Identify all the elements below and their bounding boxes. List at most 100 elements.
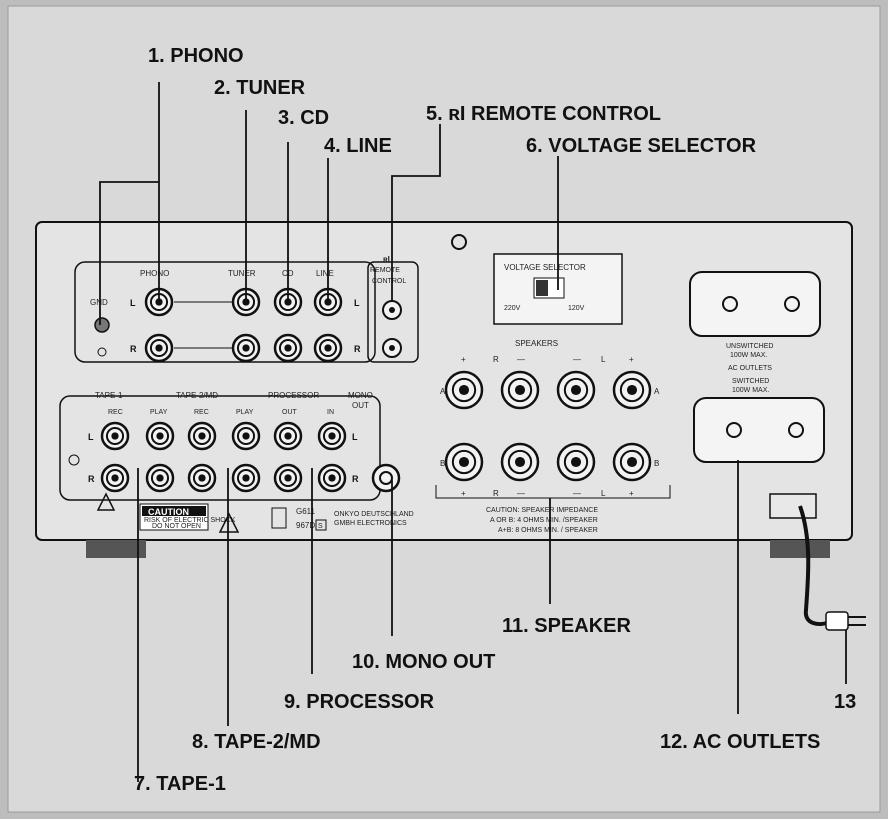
callout-remote-control: 5. ʀI REMOTE CONTROL: [426, 103, 661, 125]
tape2-rec-left-jack: [187, 421, 217, 451]
chassis-hole: [68, 454, 80, 466]
leader-lines: [99, 82, 847, 782]
speaker-a-terminal-4-ring: [619, 377, 645, 403]
speaker-b-right: B: [654, 459, 659, 468]
leader-remote: [391, 124, 441, 302]
tape2-play-left-jack-pin: [242, 432, 250, 440]
cd-right-jack-pin: [284, 344, 292, 352]
processor-in-left-jack: [317, 421, 347, 451]
tape2-play-right-jack: [231, 463, 261, 493]
speaker-polarity-bottom-1: +: [461, 489, 466, 498]
tape1-rec-right-jack: [100, 463, 130, 493]
processor-out-left-jack: [273, 421, 303, 451]
remote-jack-2-pin: [389, 345, 395, 351]
unswitched-label: UNSWITCHED: [726, 343, 773, 350]
callout-power-cord: 13: [834, 691, 856, 713]
processor-out-left-jack-ring: [278, 426, 298, 446]
tape2-play-left-jack-ring: [236, 426, 256, 446]
tape2-play-right-jack-pin: [242, 474, 250, 482]
cd-right-jack: [273, 333, 303, 363]
speaker-b-left: B: [440, 459, 445, 468]
cert-967d: 967D: [296, 521, 315, 530]
callout-tuner: 2. TUNER: [214, 77, 306, 99]
line-left-label: L: [354, 298, 360, 308]
remote-control-box: [367, 261, 419, 363]
tuner-panel-label: TUNER: [228, 269, 256, 278]
leader-gnd: [99, 181, 159, 325]
speaker-a-terminal-3-ring: [563, 377, 589, 403]
speaker-polarity-bottom-5: L: [601, 489, 606, 498]
tape2-rec-right-jack: [187, 463, 217, 493]
mono-out-jack-ring: [379, 471, 393, 485]
tuner-right-jack-pin: [242, 344, 250, 352]
speaker-b-terminal-1: [444, 442, 484, 482]
speaker-a-left: A: [440, 387, 446, 396]
speaker-a-terminal-4: [612, 370, 652, 410]
speaker-b-terminal-3: [556, 442, 596, 482]
speaker-b-terminal-2-ring: [507, 449, 533, 475]
tape1-play-right-jack-ring: [150, 468, 170, 488]
callout-cd: 3. CD: [278, 107, 329, 129]
processor-in-right-jack: [317, 463, 347, 493]
callout-speaker: 11. SPEAKER: [502, 615, 632, 637]
speaker-a-terminal-3-pin: [570, 384, 582, 396]
tape-left-label: L: [88, 432, 94, 442]
speaker-a-terminal-3: [556, 370, 596, 410]
speaker-polarity-top-6: +: [629, 355, 634, 364]
tape2-play-right-jack-ring: [236, 468, 256, 488]
tape1-rec-left-jack-pin: [111, 432, 119, 440]
tape2-rec-right-jack-pin: [198, 474, 206, 482]
speaker-a-terminal-2-pin: [514, 384, 526, 396]
voltage-switch-slider: [536, 280, 548, 296]
voltage-selector-label: VOLTAGE SELECTOR: [504, 263, 586, 272]
callout-ac-outlets: 12. AC OUTLETS: [660, 731, 820, 753]
tape1-play-left-jack: [145, 421, 175, 451]
impedance-line3: A+B: 8 OHMS MIN. / SPEAKER: [498, 527, 598, 534]
speaker-b-terminal-3-ring: [563, 449, 589, 475]
phono-right-jack-ring: [149, 338, 169, 358]
tape-jacks: [100, 421, 347, 493]
callout-mono-out: 10. MONO OUT: [352, 651, 495, 673]
tuner-right-jack: [231, 333, 261, 363]
speaker-polarity-top-2: R: [493, 355, 499, 364]
processor-in-right-jack-pin: [328, 474, 336, 482]
caution-sub2: DO NOT OPEN: [152, 523, 201, 530]
cert-g611: G611: [296, 507, 316, 516]
eagle-emblem: [271, 507, 287, 529]
switched-label: SWITCHED: [732, 378, 769, 385]
tape2-play-label: PLAY: [236, 409, 254, 416]
processor-right-label: R: [352, 474, 359, 484]
tape1-rec-left-jack: [100, 421, 130, 451]
ac-outlets-label: AC OUTLETS: [728, 365, 772, 372]
power-cord-clamp: [769, 493, 817, 519]
attention-warning-icon: [218, 512, 240, 533]
phono-right-jack: [144, 333, 174, 363]
callout-voltage-selector: 6. VOLTAGE SELECTOR: [526, 135, 757, 157]
speaker-polarity-top-4: —: [573, 355, 581, 364]
tape1-play-right-jack-pin: [156, 474, 164, 482]
input-group-box: [74, 261, 376, 363]
remote-label: REMOTE: [370, 267, 400, 274]
gnd-hole: [97, 347, 107, 357]
caution-header-bg: [142, 506, 206, 516]
processor-out-left-jack-pin: [284, 432, 292, 440]
speaker-b-terminal-4: [612, 442, 652, 482]
tape2-panel-label: TAPE-2/MD: [176, 391, 218, 400]
tape2-play-left-jack: [231, 421, 261, 451]
processor-panel-label: PROCESSOR: [268, 391, 319, 400]
gnd-label: GND: [90, 298, 108, 307]
processor-out-right-jack-pin: [284, 474, 292, 482]
mono-panel-label: MONO: [348, 391, 373, 400]
tuner-right-jack-ring: [236, 338, 256, 358]
processor-in-left-jack-ring: [322, 426, 342, 446]
speaker-a-terminal-1-ring: [451, 377, 477, 403]
tape1-play-label: PLAY: [150, 409, 168, 416]
speaker-bracket: [435, 485, 671, 499]
tape1-panel-label: TAPE-1: [95, 391, 123, 400]
speaker-a-terminal-1: [444, 370, 484, 410]
speaker-a-terminal-2-ring: [507, 377, 533, 403]
callout-phono: 1. PHONO: [148, 45, 244, 67]
speaker-polarity-bottom-6: +: [629, 489, 634, 498]
speaker-terminals: ++RR————LL++: [444, 355, 652, 498]
